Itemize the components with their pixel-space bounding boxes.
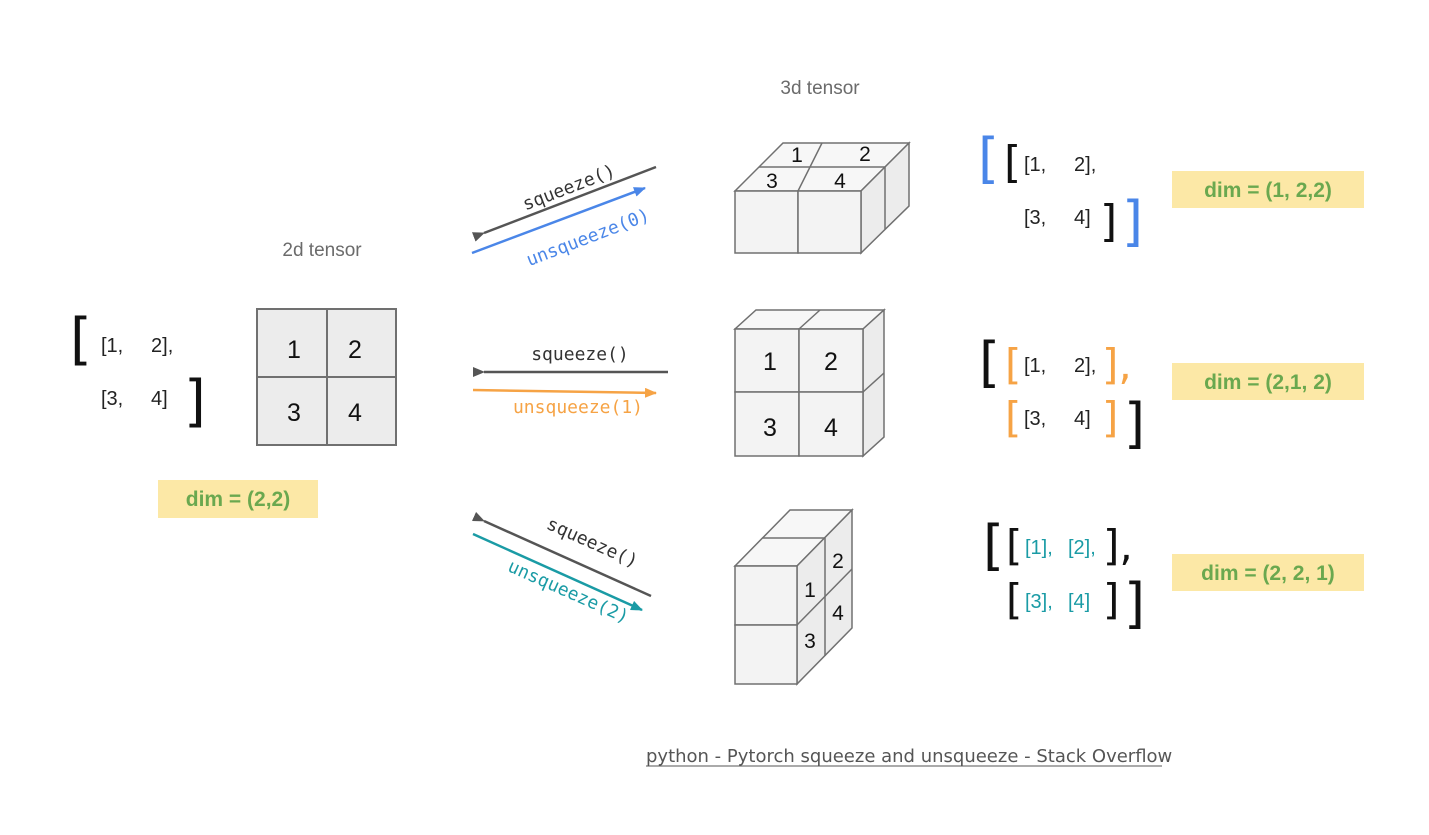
cube-label: 1: [763, 348, 777, 376]
cell-bracket: [2],: [1068, 537, 1096, 559]
unsqueeze-arrow: [471, 186, 646, 255]
row-open-bracket: [: [1005, 340, 1021, 389]
cube-front-cell: [798, 391, 864, 457]
label-3d-tensor: 3d tensor: [780, 78, 860, 99]
row-open-bracket: [: [1006, 575, 1022, 624]
row-close-bracket: ]: [1103, 575, 1119, 624]
cube-front-cell: [734, 624, 798, 685]
outer-open-bracket: [: [979, 331, 1000, 394]
source-link[interactable]: python - Pytorch squeeze and unsqueeze -…: [646, 746, 1172, 767]
cube-label: 1: [791, 144, 803, 167]
grid-cell: [256, 376, 328, 446]
cube-2x2x1: 2 1 4 3: [733, 508, 854, 686]
grid-cell-label: 4: [348, 399, 362, 427]
dim-badge-bg: [1172, 554, 1364, 591]
inner-close-bracket: ]: [1100, 196, 1117, 247]
grid-cell: [326, 308, 397, 378]
cube-front-cell: [734, 391, 800, 457]
cube-label: 3: [766, 170, 778, 193]
dim-badge-2: dim = (2,1, 2): [1172, 363, 1364, 400]
dim-badge-bg: [1172, 363, 1364, 400]
cube-label: 2: [859, 143, 871, 166]
squeeze-arrow: [471, 165, 657, 242]
dim-text: dim = (2,2): [186, 488, 290, 511]
arrows-row-2: squeeze() unsqueeze(1): [472, 344, 668, 418]
cube-label: 3: [804, 630, 816, 653]
matrix-row-2: [3, 4]: [1024, 207, 1091, 229]
cube-label: 1: [804, 579, 816, 602]
cube-label: 4: [832, 602, 844, 625]
result-1-notation: [ [ [1, 2], [3, 4] ] ]: [978, 127, 1143, 253]
result-3-notation: [ [ [1], [2], ], [ [3], [4] ] ]: [983, 514, 1145, 635]
unsqueeze-label: unsqueeze(2): [505, 556, 632, 628]
cell-bracket: [4]: [1068, 591, 1090, 613]
cube-2x1x2: 1 2 3 4: [733, 308, 886, 458]
dim-badge-bg: [1172, 171, 1364, 208]
outer-close-bracket: ]: [1122, 190, 1143, 253]
cell-bracket: [1],: [1025, 537, 1053, 559]
cube-label: 2: [832, 550, 844, 573]
outer-close-bracket: ]: [1124, 392, 1145, 455]
cube-front-cell: [734, 190, 799, 254]
grid-cell: [326, 376, 397, 446]
arrows-row-1: squeeze() unsqueeze(0): [471, 161, 657, 271]
open-bracket: [: [70, 307, 92, 372]
squeeze-label: squeeze(): [543, 514, 641, 573]
row-open-bracket: [: [1005, 393, 1021, 442]
row-open-bracket: [: [1006, 521, 1022, 570]
result-2-notation: [ [ [1, 2], ], [ [3, 4] ] ]: [979, 331, 1145, 455]
close-bracket: ]: [184, 369, 206, 434]
matrix-row-1: [1, 2],: [1024, 355, 1096, 377]
matrix-row-1: [1, 2],: [1024, 154, 1096, 176]
matrix-row-2: [3, 4]: [101, 388, 168, 410]
label-2d-tensor: 2d tensor: [282, 240, 362, 261]
row-close-bracket: ]: [1102, 393, 1118, 442]
row-close-bracket: ],: [1103, 521, 1133, 570]
matrix-row-2: [3, 4]: [1024, 408, 1091, 430]
grid-cell-label: 2: [348, 336, 362, 364]
unsqueeze-arrow: [472, 532, 643, 612]
outer-open-bracket: [: [983, 514, 1004, 577]
grid-cell-label: 1: [287, 336, 301, 364]
cube-1x2x2: 1 2 3 4: [733, 141, 911, 255]
source-link-text[interactable]: python - Pytorch squeeze and unsqueeze -…: [646, 746, 1172, 767]
cube-label: 2: [824, 348, 838, 376]
cube-front-cell: [797, 190, 862, 254]
grid-cell: [256, 308, 328, 378]
dim-badge-bg: [158, 480, 318, 518]
cube-front-cell: [734, 565, 798, 626]
dim-text: dim = (2, 2, 1): [1201, 562, 1335, 585]
matrix-row-1: [1, 2],: [101, 335, 173, 357]
dim-text: dim = (1, 2,2): [1204, 179, 1332, 202]
cube-front-cell: [798, 328, 864, 393]
dim-badge-3: dim = (2, 2, 1): [1172, 554, 1364, 591]
unsqueeze-label: unsqueeze(1): [513, 397, 643, 418]
grid-2d: 1 2 3 4: [256, 308, 397, 446]
dim-badge-2d: dim = (2,2): [158, 480, 318, 518]
row-close-bracket: ],: [1102, 340, 1132, 389]
squeeze-arrow: [471, 511, 652, 598]
squeeze-label: squeeze(): [531, 344, 629, 365]
cube-label: 4: [834, 170, 846, 193]
cube-label: 3: [763, 414, 777, 442]
dim-badge-1: dim = (1, 2,2): [1172, 171, 1364, 208]
grid-cell-label: 3: [287, 399, 301, 427]
unsqueeze-arrow: [472, 387, 657, 398]
outer-open-bracket: [: [978, 127, 999, 190]
unsqueeze-label: unsqueeze(0): [524, 205, 653, 271]
inner-open-bracket: [: [1004, 137, 1021, 188]
arrows-row-3: squeeze() unsqueeze(2): [471, 511, 652, 628]
cell-bracket: [3],: [1025, 591, 1053, 613]
dim-text: dim = (2,1, 2): [1204, 371, 1332, 394]
matrix-2d-notation: [ [1, 2], [3, 4] ]: [70, 307, 206, 434]
cube-label: 4: [824, 414, 838, 442]
outer-close-bracket: ]: [1124, 572, 1145, 635]
